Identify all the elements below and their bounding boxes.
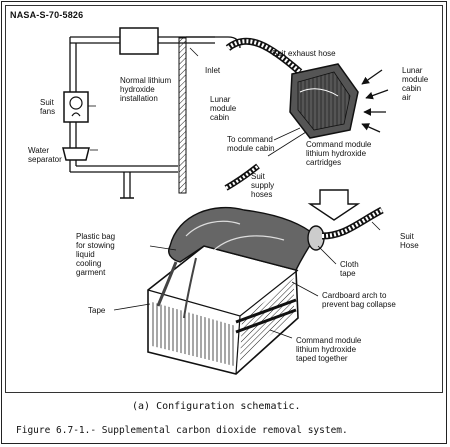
- label-water-separator: Water separator: [28, 146, 62, 164]
- water-separator-unit: [62, 147, 90, 161]
- label-suit-exhaust-hose: Suit exhaust hose: [272, 49, 336, 58]
- label-inlet: Inlet: [205, 66, 221, 75]
- label-suit-hose: Suit Hose: [400, 232, 419, 250]
- caption-subtitle: (a) Configuration schematic.: [132, 401, 301, 412]
- label-suit-fans: Suit fans: [40, 98, 56, 116]
- label-cm-taped-together: Command module lithium hydroxide taped t…: [296, 336, 362, 363]
- label-lm-cabin-air: Lunar module cabin air: [402, 66, 429, 102]
- suit-exhaust-hose: [225, 37, 303, 75]
- label-suit-supply-hoses: Suit supply hoses: [251, 172, 275, 199]
- label-cloth-tape: Cloth tape: [340, 260, 359, 278]
- assembly-bag-and-cartridges: [147, 206, 325, 375]
- label-cm-cartridges: Command module lithium hydroxide cartrid…: [306, 140, 372, 167]
- label-cardboard-arch: Cardboard arch to prevent bag collapse: [322, 291, 396, 309]
- leader-lines-upper: [88, 47, 307, 157]
- label-normal-installation: Normal lithium hydroxide installation: [120, 76, 172, 103]
- cabin-air-arrows: [361, 69, 389, 133]
- transition-arrow: [307, 189, 361, 221]
- label-to-command-module-cabin: To command module cabin: [227, 135, 275, 153]
- suit-fans-unit: [63, 91, 89, 123]
- document-id: NASA-S-70-5826: [10, 10, 84, 20]
- suit-supply-hose: [224, 163, 260, 191]
- schematic-frame: [5, 5, 443, 393]
- caption-figure: Figure 6.7-1.- Supplemental carbon dioxi…: [16, 425, 348, 436]
- cm-cartridges-upper: [289, 63, 359, 139]
- leader-lines-lower: [113, 221, 381, 339]
- suit-loop-ducting: [69, 36, 241, 199]
- label-lm-cabin: Lunar module cabin: [210, 95, 237, 122]
- suit-hose-lower: [321, 206, 384, 240]
- label-tape: Tape: [88, 306, 106, 315]
- normal-lioh-canister: [119, 27, 159, 55]
- bulkhead-wall: [178, 37, 187, 194]
- label-plastic-bag: Plastic bag for stowing liquid cooling g…: [76, 232, 116, 277]
